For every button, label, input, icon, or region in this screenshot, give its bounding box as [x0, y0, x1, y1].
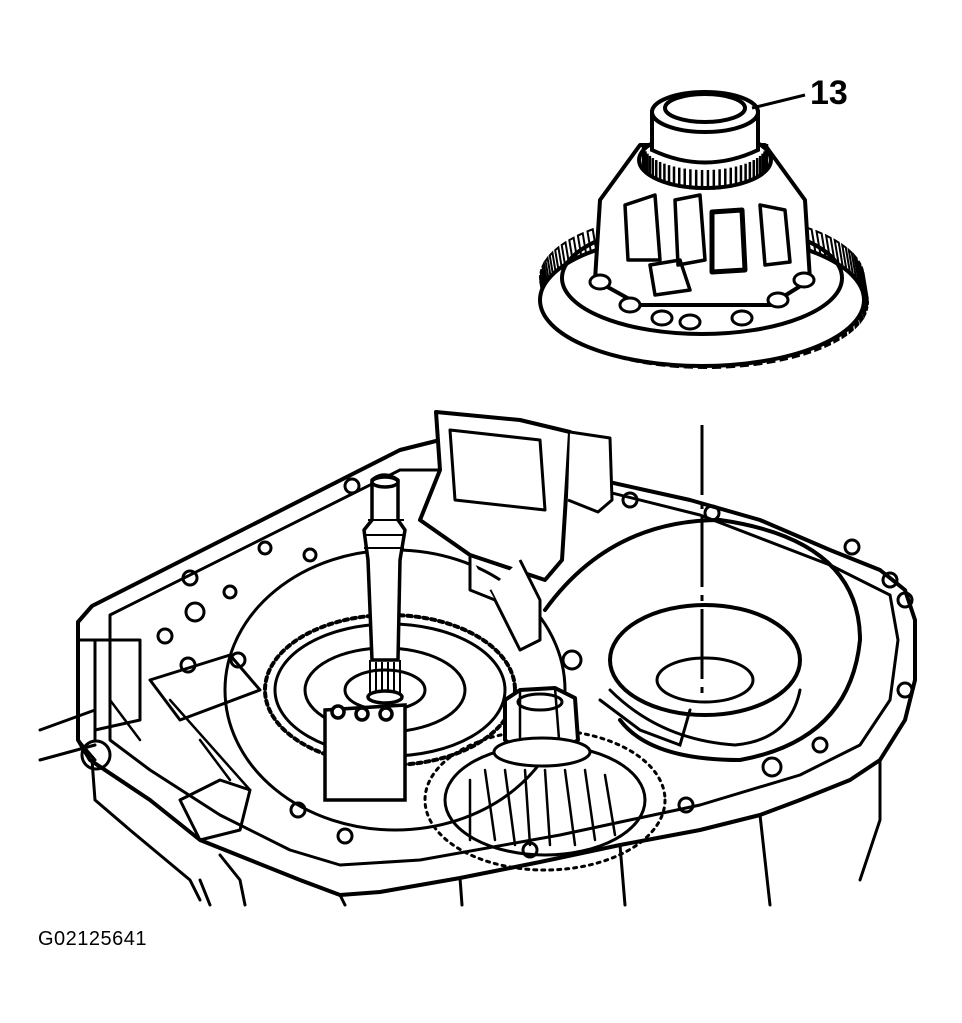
oil-pump-cover [418, 410, 614, 652]
input-shaft [362, 473, 407, 705]
gear-tooth [852, 251, 863, 286]
differential-bore [543, 517, 863, 763]
bearing-rollers [641, 144, 769, 190]
shaft-support-block [323, 703, 407, 802]
retaining-nut [492, 686, 592, 768]
gear-tooth [862, 272, 869, 300]
callout-number: 13 [810, 74, 848, 112]
flange-bolt-holes [156, 477, 914, 859]
callout-13: 13 [751, 74, 848, 112]
transmission-case [38, 438, 917, 907]
figure-id: G02125641 [38, 928, 148, 950]
differential-assembly [538, 90, 870, 370]
callout-leader-line [751, 93, 806, 110]
